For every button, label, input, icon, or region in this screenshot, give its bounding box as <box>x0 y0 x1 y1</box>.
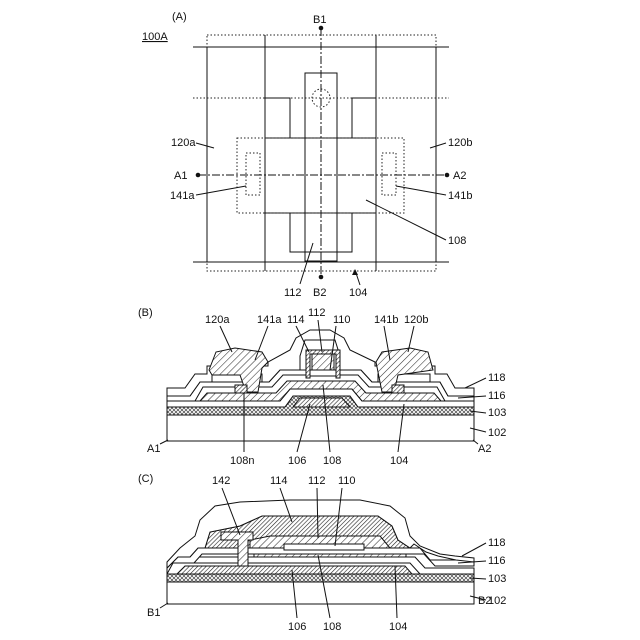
label-a1: A1 <box>174 170 187 182</box>
panel-c-cross-section: (C) 142 114 112 110 118 116 <box>138 473 506 633</box>
label-102: 102 <box>488 427 506 439</box>
label-110: 110 <box>333 314 351 326</box>
panel-a-ref: 100A <box>142 31 168 43</box>
label-b1: B1 <box>313 14 326 26</box>
panel-a-plan-view: (A) 100A B1 <box>142 11 472 299</box>
label-108: 108 <box>448 235 466 247</box>
gate-106 <box>177 566 412 574</box>
contact-141a <box>246 153 260 195</box>
label-a1: A1 <box>147 443 160 455</box>
label-114: 114 <box>270 475 288 487</box>
label-104: 104 <box>390 455 408 467</box>
label-a2: A2 <box>478 443 491 455</box>
electrode-120a <box>265 98 290 138</box>
gate-106 <box>293 398 350 407</box>
label-142: 142 <box>212 475 230 487</box>
label-141b: 141b <box>448 190 472 202</box>
label-118: 118 <box>488 537 506 549</box>
label-b2: B2 <box>313 287 326 299</box>
panel-b-title: (B) <box>138 307 153 319</box>
label-116: 116 <box>488 555 506 567</box>
label-106: 106 <box>288 455 306 467</box>
label-120a: 120a <box>205 314 230 326</box>
label-120a: 120a <box>171 137 196 149</box>
panel-b-cross-section: (B) 120a 141a 114 112 110 <box>138 307 506 467</box>
label-108: 108 <box>323 621 341 633</box>
label-106: 106 <box>288 621 306 633</box>
label-141a: 141a <box>257 314 282 326</box>
label-112: 112 <box>284 287 302 299</box>
label-b1: B1 <box>147 607 160 619</box>
substrate-102 <box>167 582 474 604</box>
electrode-120b <box>352 98 376 138</box>
panel-a-title: (A) <box>172 11 187 23</box>
substrate-102 <box>167 415 474 441</box>
label-110: 110 <box>338 475 356 487</box>
gate-insulator-110 <box>284 544 364 550</box>
label-b2: B2 <box>478 595 491 607</box>
label-104: 104 <box>349 287 367 299</box>
label-141b: 141b <box>374 314 398 326</box>
label-141a: 141a <box>170 190 195 202</box>
label-108: 108 <box>323 455 341 467</box>
layer-103 <box>167 574 474 582</box>
panel-c-title: (C) <box>138 473 153 485</box>
contact-141b <box>382 153 396 195</box>
label-118: 118 <box>488 372 506 384</box>
label-104: 104 <box>389 621 407 633</box>
label-120b: 120b <box>448 137 472 149</box>
label-112: 112 <box>308 307 326 319</box>
gate-insulator-110 <box>310 370 336 376</box>
label-112: 112 <box>308 475 326 487</box>
label-120b: 120b <box>404 314 428 326</box>
label-108n: 108n <box>230 455 254 467</box>
label-a2: A2 <box>453 170 466 182</box>
label-103: 103 <box>488 407 506 419</box>
label-114: 114 <box>287 314 305 326</box>
label-116: 116 <box>488 390 506 402</box>
label-103: 103 <box>488 573 506 585</box>
